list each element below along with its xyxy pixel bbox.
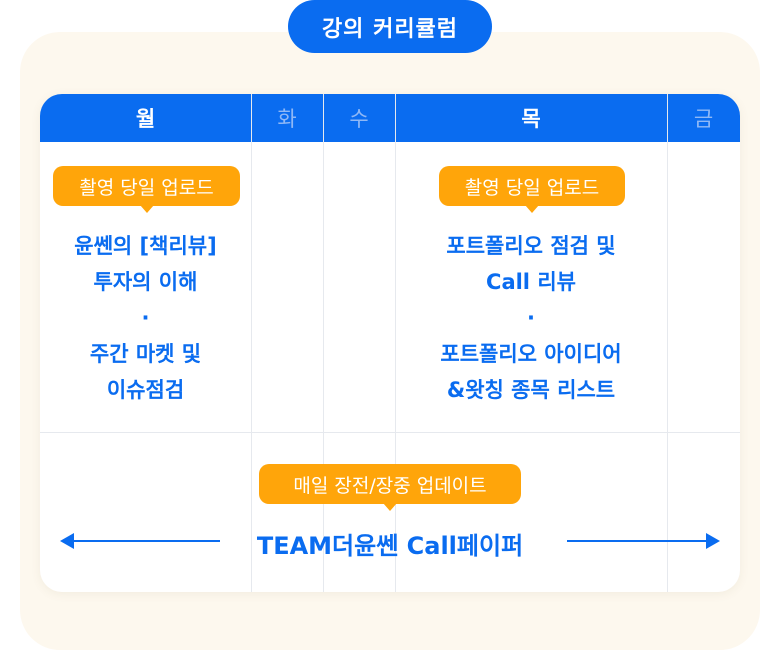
arrow-right-icon (706, 533, 720, 549)
thursday-line: &왓칭 종목 리스트 (446, 378, 616, 402)
monday-line: 주간 마켓 및 (89, 342, 202, 366)
monday-line: 이슈점검 (106, 378, 185, 402)
day-friday: 금 (693, 107, 714, 131)
day-monday: 월 (135, 107, 156, 131)
day-wednesday: 수 (349, 107, 369, 131)
thursday-upload-badge: 촬영 당일 업로드 (439, 166, 625, 213)
call-paper-label: TEAM더윤쎈 Call페이퍼 (256, 532, 524, 560)
thursday-line: 포트폴리오 점검 및 (446, 234, 616, 258)
divider (395, 94, 396, 592)
arrow-left-line (72, 540, 220, 542)
arrow-left-icon (60, 533, 74, 549)
divider (251, 94, 252, 592)
daily-update-badge: 매일 장전/장중 업데이트 (259, 464, 521, 511)
thursday-separator: · (527, 306, 535, 330)
monday-line: 윤쎈의 [책리뷰] (74, 234, 217, 258)
divider (40, 432, 740, 433)
day-tuesday: 화 (277, 107, 297, 131)
day-thursday: 목 (521, 107, 541, 131)
curriculum-title: 강의 커리큘럼 (288, 0, 492, 53)
thursday-line: 포트폴리오 아이디어 (440, 342, 622, 366)
monday-content: 윤쎈의 [책리뷰] 투자의 이해 · 주간 마켓 및 이슈점검 (40, 228, 251, 408)
thursday-content: 포트폴리오 점검 및 Call 리뷰 · 포트폴리오 아이디어 &왓칭 종목 리… (395, 228, 667, 408)
monday-separator: · (141, 306, 150, 330)
day-header: 월 화 수 목 금 (40, 94, 740, 142)
arrow-right-line (567, 540, 707, 542)
thursday-line: Call 리뷰 (486, 270, 576, 294)
schedule-card: 월 화 수 목 금 촬영 당일 업로드 윤쎈의 [책리뷰] 투자의 이해 · 주… (40, 94, 740, 592)
divider (323, 94, 324, 592)
divider (667, 94, 668, 592)
monday-line: 투자의 이해 (93, 270, 198, 294)
monday-upload-badge: 촬영 당일 업로드 (53, 166, 240, 213)
